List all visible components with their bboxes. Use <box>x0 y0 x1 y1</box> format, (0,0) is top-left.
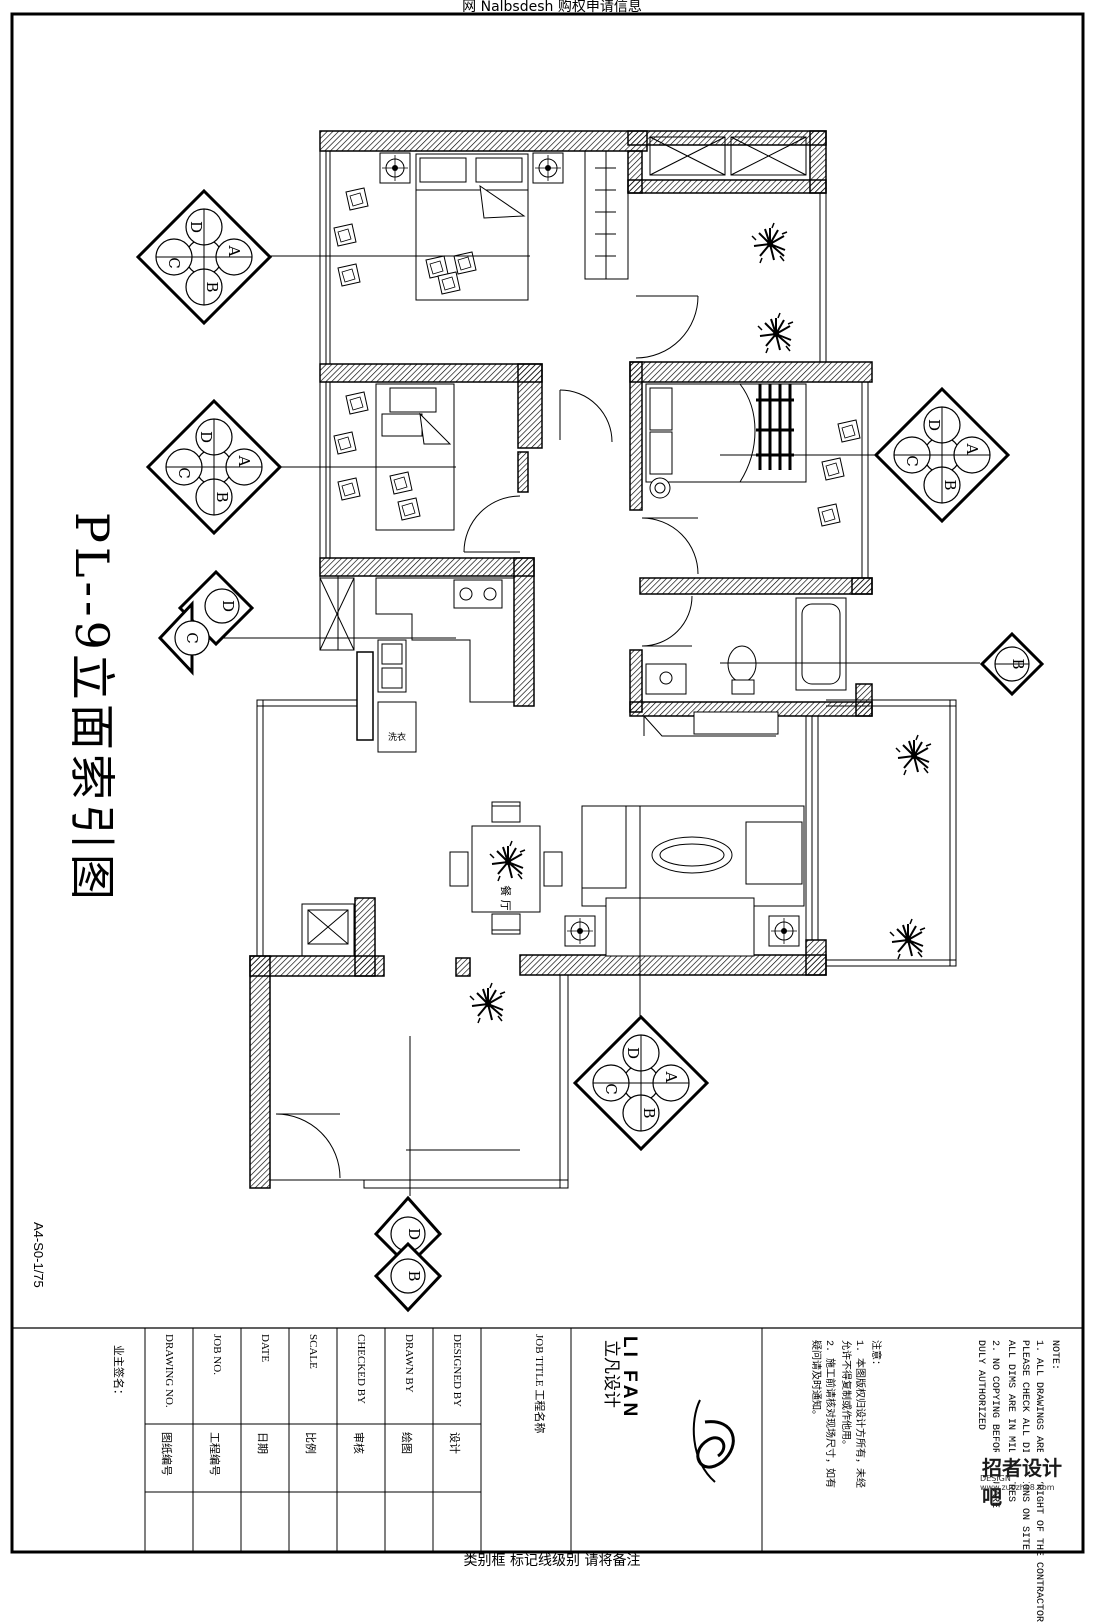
index-letter-c: C <box>903 455 921 466</box>
index-letter-d: D <box>405 1228 423 1240</box>
drawn-value: 绘图 <box>400 1432 412 1454</box>
bathroom <box>645 597 847 735</box>
index-letter-d: D <box>219 600 237 612</box>
drawing-no-label: DRAWING NO. <box>163 1334 175 1408</box>
project-label: JOB TITLE 工程名称 <box>533 1334 545 1434</box>
job-no-label: JOB NO. <box>211 1334 223 1375</box>
index-letter-d: D <box>925 419 943 431</box>
note-line-2: PLEASE CHECK ALL DIMENSIONS ON SITE <box>1019 1340 1030 1551</box>
date-value: 日期 <box>256 1432 268 1454</box>
wardrobe <box>301 136 807 957</box>
svg-text:洗衣: 洗衣 <box>388 731 406 743</box>
index-letter-a: A <box>235 455 253 467</box>
drawing-code: A4-S0-1/75 <box>31 1222 46 1288</box>
index-letter-b: B <box>203 281 221 292</box>
designed-label: DESIGNED BY <box>451 1334 463 1408</box>
beds <box>375 153 807 531</box>
note-title: NOTE: <box>1049 1340 1060 1371</box>
outline-lines <box>256 150 957 1189</box>
drawn-label: DRAWN BY <box>403 1334 415 1393</box>
index-letter-a: A <box>225 245 243 257</box>
designed-value: 设计 <box>448 1432 460 1454</box>
note-cn-1: 1. 本图版权归设计方所有，未经 <box>853 1340 864 1489</box>
note-cn-2: 允许不得复制或作他用。 <box>839 1340 850 1450</box>
index-letter-b: B <box>213 491 231 502</box>
dining-set <box>449 801 563 935</box>
date-label: DATE <box>259 1334 271 1363</box>
index-letter-a: A <box>662 1071 680 1083</box>
index-letter-d: D <box>187 221 205 233</box>
note-cn-4: 疑问请及时通知。 <box>809 1340 820 1420</box>
index-letter-b: B <box>640 1107 658 1118</box>
owner-label: 业主签名： <box>112 1345 124 1400</box>
index-letter-c: C <box>183 632 201 643</box>
note-cn-title: 注意： <box>869 1340 880 1370</box>
scale-label: SCALE <box>307 1334 319 1369</box>
floor-plan: 洗衣 <box>10 12 1085 1554</box>
drawing-no-value: 图纸编号 <box>160 1432 172 1476</box>
index-letter-b: B <box>941 479 959 490</box>
room-label-dining: 餐 厅 <box>499 885 513 911</box>
note-line-5: DULY AUTHORIZED <box>975 1340 986 1431</box>
index-letter-b: B <box>405 1270 423 1281</box>
index-symbols <box>136 189 1045 1313</box>
index-letter-d: D <box>197 431 215 443</box>
footer-text: 类别框 标记线级别 请将备注 <box>463 1553 641 1569</box>
watermark-text: 招者设计吧 <box>982 1456 1062 1509</box>
header-text: 网 Nalbsdesh 购权申请信息 <box>462 0 642 15</box>
kitchen <box>375 577 515 703</box>
checked-value: 审核 <box>352 1432 364 1454</box>
index-letter-a: A <box>963 443 981 455</box>
index-letter-c: C <box>602 1083 620 1094</box>
index-letter-b: B <box>1009 658 1027 669</box>
index-letter-d: D <box>624 1047 642 1059</box>
walls <box>249 130 873 1189</box>
job-no-value: 工程编号 <box>208 1432 220 1476</box>
doors <box>275 295 776 1179</box>
living-sofa <box>581 805 805 957</box>
drawing-sheet: 网 Nalbsdesh 购权申请信息 <box>10 0 1085 1622</box>
checked-label: CHECKED BY <box>355 1334 367 1404</box>
index-letters: A B C D A B C D A B C D A B C D D C B D B <box>165 221 1027 1282</box>
index-letter-c: C <box>165 257 183 268</box>
brand-name: LI FAN <box>619 1336 640 1421</box>
watermark: 招者设计吧 DESIGN www.zuozhe8.com <box>978 1452 1078 1509</box>
index-letter-c: C <box>175 467 193 478</box>
plan-title: PL--9立面索引图 <box>65 512 119 904</box>
note-cn-3: 2. 施工前请核对现场尺寸，如有 <box>823 1340 834 1489</box>
scale-value: 比例 <box>304 1432 316 1454</box>
watermark-url: DESIGN www.zuozhe8.com <box>980 1474 1055 1492</box>
